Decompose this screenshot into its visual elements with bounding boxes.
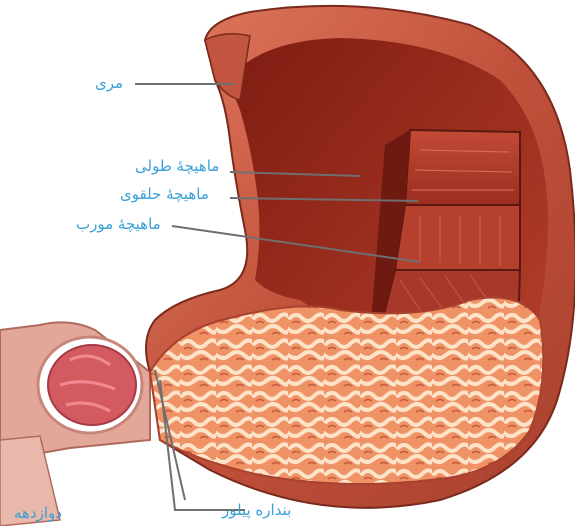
- label-esophagus: مری: [95, 74, 123, 92]
- label-duodenum: دوازدهه: [14, 504, 62, 522]
- label-longitudinal-muscle: ماهیچهٔ طولی: [135, 157, 219, 175]
- label-pyloric-sphincter: بنداره پیلور: [222, 501, 291, 519]
- label-circular-muscle: ماهیچهٔ حلقوی: [120, 185, 209, 203]
- gastric-mucosa: [150, 298, 543, 485]
- duodenum-shape: [0, 322, 150, 526]
- label-oblique-muscle: ماهیچهٔ مورب: [76, 215, 161, 233]
